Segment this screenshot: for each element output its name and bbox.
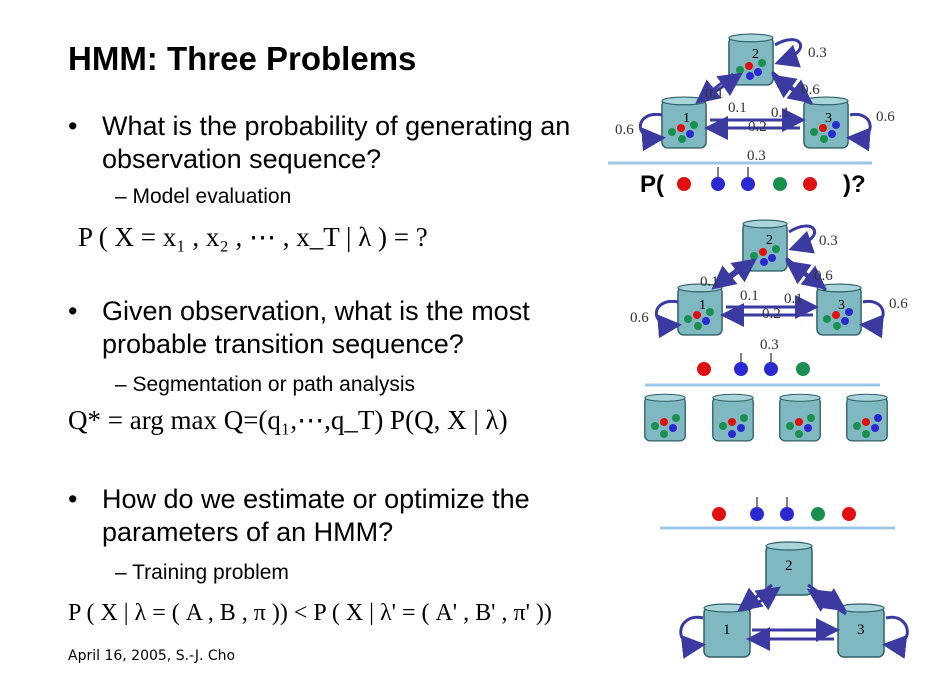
state-label: 1: [723, 622, 731, 638]
observation-red: [697, 362, 711, 376]
prob-label: 0.3: [819, 233, 838, 249]
query-close: )?: [843, 171, 866, 198]
transition-arrows: [679, 583, 909, 659]
prob-label: 0.6: [615, 122, 634, 138]
observation-query: P( )?: [640, 167, 866, 198]
state-label: 2: [752, 47, 759, 62]
prob-label: 0.1: [740, 288, 759, 304]
bullet-2-sub: – Segmentation or path analysis: [115, 373, 416, 396]
state-label: 2: [766, 233, 773, 248]
transition-arrows: [654, 224, 885, 339]
sequence-jar: [779, 393, 821, 442]
bullet-1-sub: – Model evaluation: [115, 185, 292, 208]
state-jar-1: 1: [677, 283, 723, 336]
state-label: 3: [825, 111, 832, 126]
prob-label: 0.1: [771, 105, 790, 121]
state-jar-2: 2: [742, 219, 788, 272]
observation-red: [842, 507, 856, 521]
observation-blue: [741, 177, 755, 191]
prob-label: 0.2: [762, 306, 781, 322]
diagram-training: 2 1 3: [660, 497, 909, 659]
query-open: P(: [640, 171, 664, 198]
sequence-jar: [644, 393, 686, 442]
bullet-3-sub: – Training problem: [115, 561, 289, 584]
transition-probabilities: 0.3 0.6 0.6 0.6 0.1 0.1 0.1 0.2 0.3: [630, 233, 908, 353]
state-label: 3: [857, 622, 865, 638]
observation-green: [796, 362, 810, 376]
state-jar-3: 3: [816, 283, 862, 336]
state-label: 1: [683, 111, 690, 126]
state-sequence-jars: [644, 393, 888, 442]
observation-blue: [750, 507, 764, 521]
diagram-evaluation: 2 1 3: [608, 33, 895, 198]
state-jar-1: 1: [703, 603, 751, 658]
diagram-path: 2 1 3: [630, 219, 908, 442]
bullet-3-text: How do we estimate or optimize the param…: [102, 484, 530, 547]
sequence-jar: [712, 393, 754, 442]
prob-label: 0.1: [784, 291, 803, 307]
state-jar-3: 3: [803, 96, 849, 149]
observation-blue: [711, 177, 725, 191]
prob-label: 0.1: [728, 100, 747, 116]
formula-evaluation: P ( X = x₁ , x₂ , ⋯ , x_T | λ ) = ?: [78, 222, 428, 252]
footer-date-author: April 16, 2005, S.-J. Cho: [68, 648, 236, 664]
formula-path: Q* = arg max Q=(q₁,⋯,q_T) P(Q, X | λ): [68, 405, 508, 435]
page-title: HMM: Three Problems: [68, 40, 417, 77]
observation-blue: [764, 362, 778, 376]
bullet-2-text: Given observation, what is the most prob…: [102, 296, 530, 359]
prob-label: 0.2: [748, 119, 767, 135]
state-label: 3: [838, 298, 845, 313]
observation-sequence: [697, 353, 810, 376]
state-label: 2: [785, 558, 793, 574]
state-jar-3: 3: [837, 603, 885, 658]
prob-label: 0.6: [630, 310, 649, 326]
observation-blue: [780, 507, 794, 521]
prob-label: 0.3: [760, 337, 779, 353]
observation-red: [677, 177, 691, 191]
observation-green: [773, 177, 787, 191]
state-jar-2: 2: [728, 33, 774, 86]
prob-label: 0.6: [889, 296, 908, 312]
observation-blue: [734, 362, 748, 376]
sequence-jar: [846, 393, 888, 442]
bullet-1-marker: •: [68, 111, 78, 141]
bullet-2-marker: •: [68, 296, 78, 326]
prob-label: 0.1: [700, 274, 719, 290]
prob-label: 0.1: [705, 86, 724, 102]
observation-red: [803, 177, 817, 191]
state-jar-1: 1: [661, 96, 707, 149]
transition-arrows: [638, 38, 872, 152]
observation-sequence: [712, 497, 856, 521]
bullet-3-marker: •: [68, 484, 78, 514]
bullet-1-text: What is the probability of generating an…: [102, 111, 571, 174]
prob-label: 0.6: [876, 109, 895, 125]
prob-label: 0.6: [801, 82, 820, 98]
transition-probabilities: 0.3 0.6 0.6 0.6 0.1 0.1 0.1 0.2 0.3: [615, 45, 895, 164]
observation-red: [712, 507, 726, 521]
formula-training: P ( X | λ = ( A , B , π )) < P ( X | λ' …: [68, 600, 552, 626]
prob-label: 0.3: [747, 148, 766, 164]
observation-green: [811, 507, 825, 521]
state-label: 1: [699, 298, 706, 313]
prob-label: 0.3: [808, 45, 827, 61]
state-jar-2: 2: [765, 541, 813, 596]
prob-label: 0.6: [814, 268, 833, 284]
